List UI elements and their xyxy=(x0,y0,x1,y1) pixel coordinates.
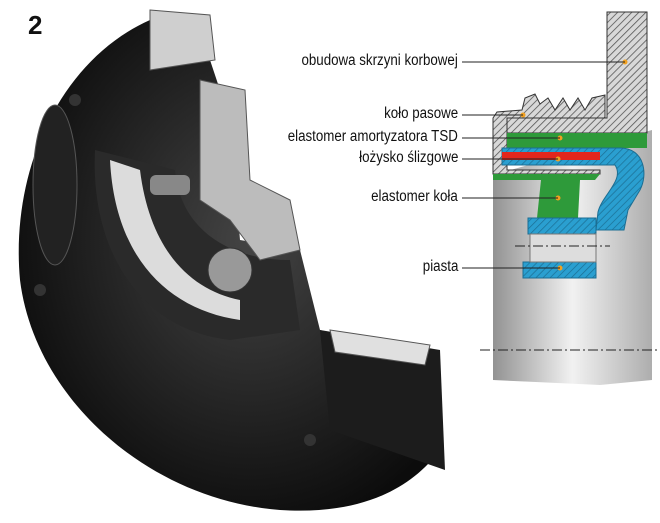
label-pulley: koło pasowe xyxy=(383,105,458,122)
damper-photo xyxy=(18,9,445,511)
slide-bearing xyxy=(502,152,600,160)
tsd-elastomer xyxy=(507,133,647,148)
figure-number: 2 xyxy=(28,10,43,40)
section-drawing xyxy=(462,11,660,385)
leader-lines xyxy=(462,61,625,269)
label-wheel-elastomer: elastomer koła xyxy=(371,188,458,205)
label-hub: piasta xyxy=(422,258,458,275)
label-crankcase: obudowa skrzyni korbowej xyxy=(301,52,458,69)
label-tsd-elastomer: elastomer amortyzatora TSD xyxy=(287,128,458,145)
label-slide-bearing: łożysko ślizgowe xyxy=(358,149,458,166)
wheel-elastomer xyxy=(493,174,600,218)
